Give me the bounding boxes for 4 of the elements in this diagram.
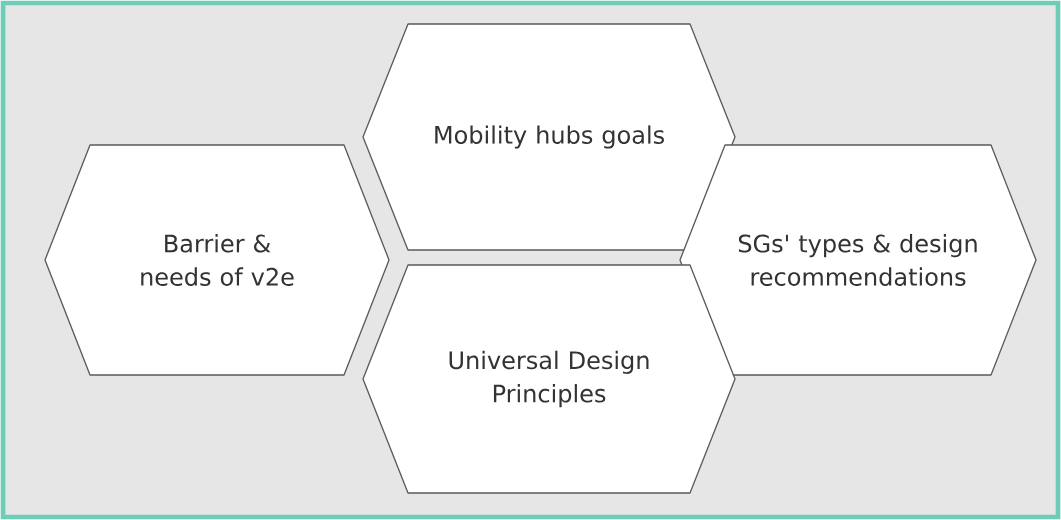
hexagon: Barrier & needs of v2e	[44, 144, 390, 376]
hexagon: Mobility hubs goals	[362, 23, 736, 251]
hexagon: Universal Design Principles	[362, 264, 736, 494]
hexagon: SGs' types & design recommendations	[679, 144, 1037, 376]
